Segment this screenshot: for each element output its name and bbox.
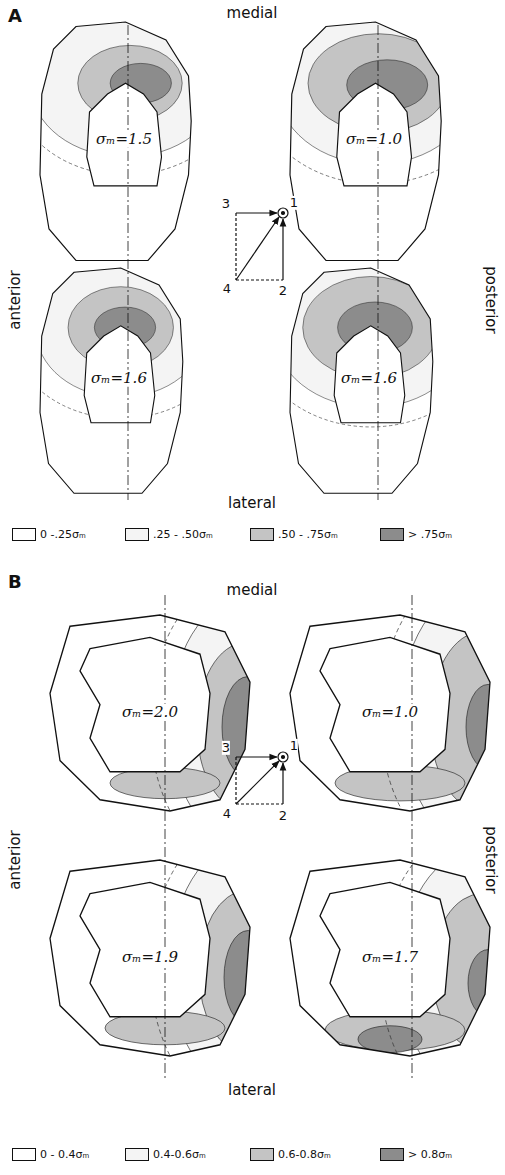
legend-item: 0.6-0.8σₘ: [250, 1148, 331, 1161]
legend-item: 0.4-0.6σₘ: [125, 1148, 206, 1161]
legend-swatch: [125, 1148, 149, 1161]
panel-letter: B: [8, 572, 22, 592]
bone-cross-section: [10, 240, 231, 493]
medullary-cavity: [84, 326, 155, 423]
direction-label: anterior: [7, 830, 24, 890]
stress-band: [468, 950, 505, 1017]
stress-band: [466, 684, 505, 769]
legend-text: 0.4-0.6σₘ: [153, 1148, 206, 1161]
medullary-cavity: [80, 882, 210, 1016]
bone-cross-section: [13, 0, 238, 260]
stress-value: σₘ=1.0: [345, 131, 403, 148]
cortex-outline: [40, 268, 183, 493]
medullary-cavity: [334, 326, 405, 423]
legend-swatch: [380, 528, 404, 541]
direction-label: posterior: [483, 826, 500, 893]
callout-number: 1: [290, 196, 298, 210]
legend-item: > 0.8σₘ: [380, 1148, 452, 1161]
legend-swatch: [125, 528, 149, 541]
legend-swatch: [12, 528, 36, 541]
legend-item: 0 -.25σₘ: [12, 528, 86, 541]
cortex-outline: [290, 268, 433, 493]
bone-cross-section: [290, 826, 505, 1117]
bone-cross-section: [254, 0, 497, 260]
load-vector-inset: [236, 208, 288, 280]
stress-value: σₘ=1.0: [361, 704, 419, 721]
direction-label: medial: [227, 5, 278, 22]
medullary-cavity: [320, 637, 450, 771]
callout-number: 4: [223, 807, 231, 821]
cortex-outline: [290, 860, 490, 1056]
stress-bands: [252, 231, 490, 427]
contour-line: [252, 231, 490, 427]
stress-band: [222, 677, 274, 778]
direction-label: lateral: [228, 495, 276, 512]
legend-text: 0 - 0.4σₘ: [40, 1148, 89, 1161]
legend-text: 0.6-0.8σₘ: [278, 1148, 331, 1161]
panel-letter: A: [8, 6, 22, 26]
callout-number: 2: [279, 809, 287, 823]
stress-value: σₘ=1.5: [95, 131, 153, 148]
legend-item: .25 - .50σₘ: [125, 528, 213, 541]
callout-number: 1: [290, 739, 298, 753]
direction-label: posterior: [483, 266, 500, 333]
callout-number: 3: [222, 741, 230, 755]
callout-number: 3: [222, 197, 230, 211]
legend-text: > .75σₘ: [408, 528, 452, 541]
bone-cross-section: [290, 565, 505, 867]
bone-cross-section: [252, 231, 490, 493]
direction-label: anterior: [7, 270, 24, 330]
callout-number: 2: [279, 284, 287, 298]
medullary-cavity: [87, 83, 162, 186]
stress-value: σₘ=1.6: [340, 370, 398, 387]
legend-swatch: [250, 528, 274, 541]
legend-swatch: [380, 1148, 404, 1161]
cortex-outline: [50, 860, 250, 1056]
legend-swatch: [12, 1148, 36, 1161]
cortex-outline: [290, 615, 490, 811]
legend-text: .25 - .50σₘ: [153, 528, 213, 541]
medullary-cavity: [320, 882, 450, 1016]
legend-item: .50 - .75σₘ: [250, 528, 338, 541]
direction-label: lateral: [228, 1082, 276, 1099]
stress-value: σₘ=1.6: [90, 370, 148, 387]
medullary-cavity: [337, 83, 412, 186]
legend-item: > .75σₘ: [380, 528, 452, 541]
stress-value: σₘ=1.9: [121, 949, 179, 966]
legend-item: 0 - 0.4σₘ: [12, 1148, 89, 1161]
center-line: [128, 25, 412, 1080]
legend-text: 0 -.25σₘ: [40, 528, 86, 541]
stress-value: σₘ=1.7: [361, 949, 419, 966]
stress-value: σₘ=2.0: [121, 704, 179, 721]
cortex-outline: [290, 22, 441, 261]
callout-number: 4: [223, 282, 231, 296]
load-vector-inset: [236, 752, 288, 804]
cortex-outline: [50, 615, 250, 811]
legend-swatch: [250, 1148, 274, 1161]
legend-text: .50 - .75σₘ: [278, 528, 338, 541]
stress-band: [224, 931, 272, 1025]
legend-text: > 0.8σₘ: [408, 1148, 452, 1161]
direction-label: medial: [227, 582, 278, 599]
medullary-cavity: [80, 637, 210, 771]
cortex-outline: [40, 22, 191, 261]
